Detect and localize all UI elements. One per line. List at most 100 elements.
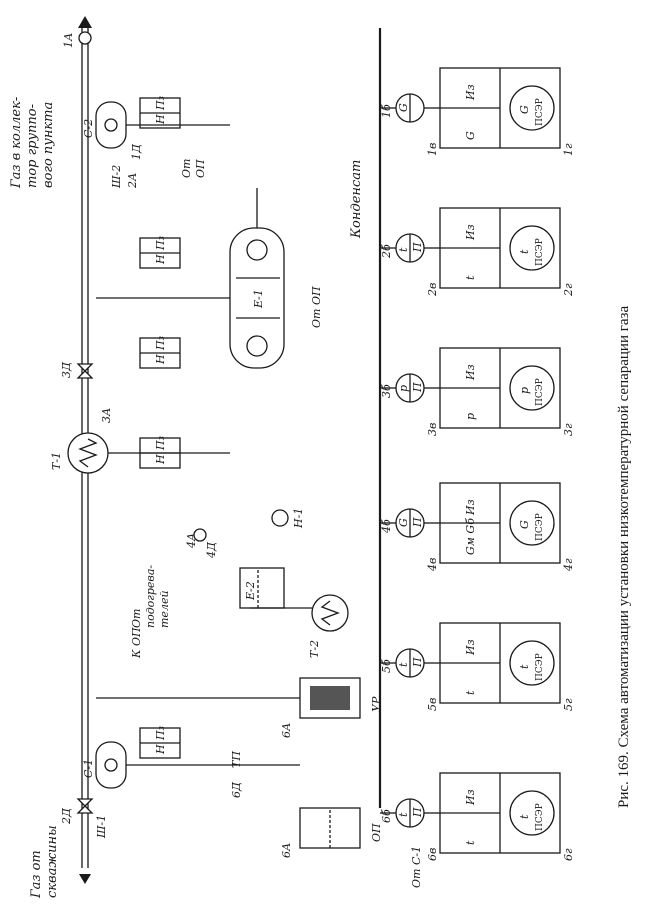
label-k-op: К ОП (130, 627, 143, 659)
label-6a-top: 6А (280, 723, 293, 738)
flow-orifice-1a (78, 31, 92, 45)
regulator-dial (509, 85, 555, 131)
instrument-tag-v: 3в (426, 423, 439, 436)
label-sh1: Ш-1 (95, 815, 108, 839)
separator-c2 (95, 101, 127, 149)
outlet-label-2: тор группо- (25, 104, 40, 188)
label-from-heaters-2: подогрева- (144, 565, 157, 628)
label-3d: 2Д (60, 807, 73, 825)
label-from-heaters-1: От (130, 609, 143, 628)
label-from-heaters-3: телей (158, 590, 171, 628)
instrument-variable: t (464, 275, 477, 280)
level-unit: Н П₃ (139, 96, 181, 129)
valve-3d (76, 798, 94, 814)
instrument-tag-v: 4в (426, 558, 439, 572)
sensor-tag: 3б (380, 384, 393, 398)
instrument-variable: t (464, 840, 477, 845)
sensor-top: t (397, 662, 410, 667)
outlet-label-3: вого пункта (41, 102, 56, 188)
sensor-tag: 6б (380, 809, 393, 823)
regulator-var: t (518, 814, 531, 819)
sensor-top: G (397, 103, 410, 112)
instrument-tag-g: 2г (562, 283, 575, 297)
regulator-var: G (518, 105, 531, 114)
flow-orifice-4a (193, 528, 207, 542)
instrument-variable: Gм Gб (464, 518, 477, 555)
level-unit: Н П₃ (139, 336, 181, 369)
instrument-measure: Из (464, 364, 477, 381)
label-condensate: Конденсат (349, 160, 364, 239)
heat-exchanger-t2 (311, 594, 349, 632)
lts-vessel-e1 (229, 227, 285, 369)
regulator-dial (509, 225, 555, 271)
sensor-bottom: П (411, 242, 424, 253)
sensor-tag: 4б (380, 519, 393, 534)
instrument-measure: Из (464, 499, 477, 516)
figure-caption: Рис. 169. Схема автоматизации установки … (616, 306, 632, 808)
label-t1: Т-1 (50, 452, 63, 470)
label-tp: ТП (230, 751, 243, 768)
sensor-tag: 1б (380, 104, 393, 118)
label-1a: 1А (62, 33, 75, 48)
instrument-tag-g: 1г (562, 143, 575, 156)
regulator-var: G (518, 520, 531, 529)
tank-e2 (239, 567, 285, 609)
separator-c1 (95, 741, 150, 789)
label-ot-op-1: От ОП (310, 286, 323, 328)
instrument-measure: Из (464, 639, 477, 656)
heat-exchanger-t1 (67, 432, 109, 474)
instrument-measure: Из (464, 789, 477, 806)
sensor-6: G 1б (380, 93, 440, 123)
instrument-tag-g: 3г (562, 423, 575, 436)
regulator-label: ПСЭР (535, 98, 545, 126)
sensor-bottom: П (411, 657, 424, 668)
drain-vessel-op (299, 807, 361, 849)
label-e2: Е-2 (244, 581, 257, 601)
instrument-variable: p (464, 413, 477, 420)
label-e1: Е-1 (252, 289, 265, 309)
regulator-dial (509, 500, 555, 546)
label-ot-op-2a: От (180, 159, 193, 178)
sensor-bottom: П (411, 517, 424, 528)
inlet-label-1: Газ от (29, 850, 44, 899)
sensor-tag: 5б (380, 659, 393, 673)
label-t2: Т-2 (308, 640, 321, 658)
svg-text:П₃: П₃ (154, 726, 167, 741)
level-unit: Н П₃ (139, 726, 181, 759)
valve-2d (76, 363, 94, 379)
regulator-var: p (518, 387, 531, 394)
regulator-label: ПСЭР (535, 653, 545, 681)
instrument-variable: G (464, 131, 477, 140)
svg-text:Н: Н (154, 744, 167, 755)
label-1d: 1Д (130, 143, 143, 160)
sensor-top: t (397, 812, 410, 817)
svg-text:Н: Н (154, 454, 167, 465)
label-2a: 2А (126, 173, 139, 189)
label-c2: С-2 (82, 119, 95, 138)
sensor-bottom: П (411, 382, 424, 393)
svg-text:П₃: П₃ (154, 236, 167, 251)
svg-text:П₃: П₃ (154, 96, 167, 111)
svg-text:П₃: П₃ (154, 336, 167, 351)
svg-text:Н: Н (154, 114, 167, 125)
sensor-tag: 2б (380, 244, 393, 259)
sensor-top: p (397, 385, 410, 392)
label-c1: С-1 (82, 759, 95, 778)
instrument-variable: t (464, 690, 477, 695)
pump-h1 (271, 509, 289, 527)
instrument-measure: Из (464, 84, 477, 101)
outlet-label-1: Газ в коллек- (9, 97, 24, 189)
label-h1: Н-1 (292, 508, 305, 529)
regulator-dial (509, 640, 555, 686)
regulator-var: t (518, 249, 531, 254)
level-unit: Н П₃ (139, 436, 181, 469)
